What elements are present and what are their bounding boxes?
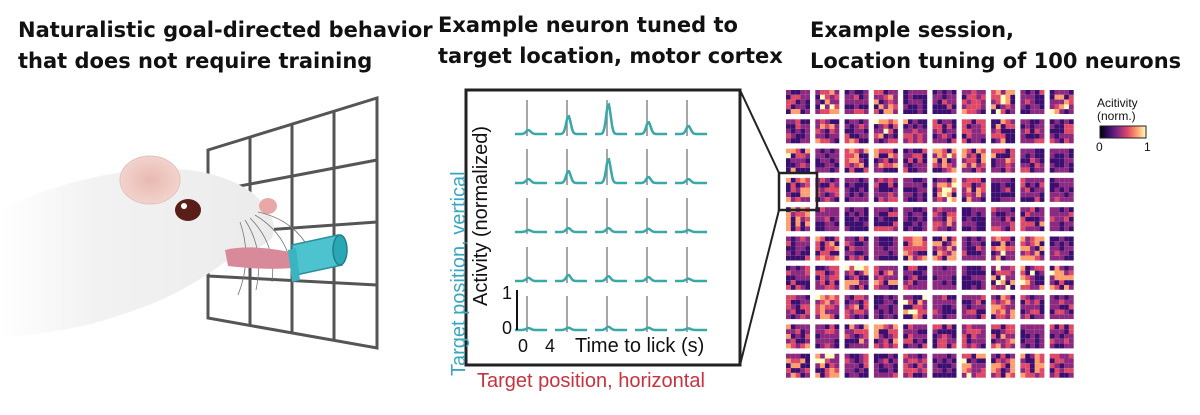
zoom-line-top	[739, 89, 780, 174]
activity-tick-1: 1	[502, 283, 513, 303]
neuron-frame	[464, 88, 742, 367]
zoom-line-bottom	[739, 209, 780, 366]
neuron-trace	[675, 124, 707, 136]
panel1-title-line1: Naturalistic goal-directed behavior	[18, 18, 433, 42]
heatmap-grid	[786, 90, 1074, 378]
activity-tick-0: 0	[502, 318, 513, 338]
neuron-trace	[515, 228, 547, 234]
neuron-trace	[635, 326, 667, 332]
neuron-trace	[635, 275, 667, 283]
colorbar-max: 1	[1144, 140, 1151, 154]
neuron-trace	[555, 114, 587, 136]
neuron-trace	[555, 169, 587, 185]
neuron-trace	[595, 226, 627, 234]
colorbar	[1099, 125, 1147, 139]
colorbar-title-line2: (norm.)	[1097, 109, 1136, 123]
panel1-title-line2: that does not require training	[18, 49, 373, 73]
panel3-title-line2: Location tuning of 100 neurons	[810, 49, 1182, 73]
neuron-trace	[555, 326, 587, 332]
time-tick-0: 0	[518, 336, 529, 356]
lick-tube	[288, 234, 348, 282]
neuron-trace	[675, 327, 707, 332]
panel2-title-line1: Example neuron tuned to	[438, 13, 738, 37]
colorbar-title: Acitivity (norm.)	[1097, 97, 1138, 123]
panel1-title: Naturalistic goal-directed behavior that…	[18, 15, 433, 77]
rat-ear	[119, 155, 181, 205]
neuron-trace	[675, 277, 707, 283]
time-axis-label: Time to lick (s)	[575, 335, 705, 357]
neuron-trace	[515, 128, 547, 136]
neuron-trace	[515, 177, 547, 185]
panel2-title: Example neuron tuned to target location,…	[438, 10, 783, 72]
rat-tongue	[225, 247, 299, 269]
neuron-traces	[515, 100, 707, 332]
highlight-box	[777, 171, 819, 212]
neuron-trace	[595, 102, 627, 136]
neuron-trace	[595, 275, 627, 283]
neuron-trace	[675, 228, 707, 234]
panel2-title-line2: target location, motor cortex	[438, 44, 783, 68]
neuron-trace	[675, 177, 707, 185]
neuron-trace	[635, 120, 667, 136]
neuron-trace	[635, 227, 667, 234]
neuron-trace	[515, 276, 547, 283]
neuron-trace	[595, 325, 627, 332]
panel3-title-line1: Example session,	[810, 18, 1015, 42]
colorbar-title-line1: Acitivity	[1097, 96, 1138, 110]
neuron-trace	[555, 226, 587, 234]
colorbar-min: 0	[1096, 140, 1103, 154]
rat-body	[0, 168, 275, 338]
time-tick-4: 4	[545, 336, 556, 356]
rat-nose	[259, 198, 277, 214]
neuron-trace	[555, 273, 587, 283]
horizontal-position-label: Target position, horizontal	[477, 370, 705, 392]
panel3-title: Example session, Location tuning of 100 …	[810, 15, 1181, 77]
neuron-trace	[515, 326, 547, 332]
neuron-trace	[595, 157, 627, 185]
neuron-trace	[635, 175, 667, 185]
